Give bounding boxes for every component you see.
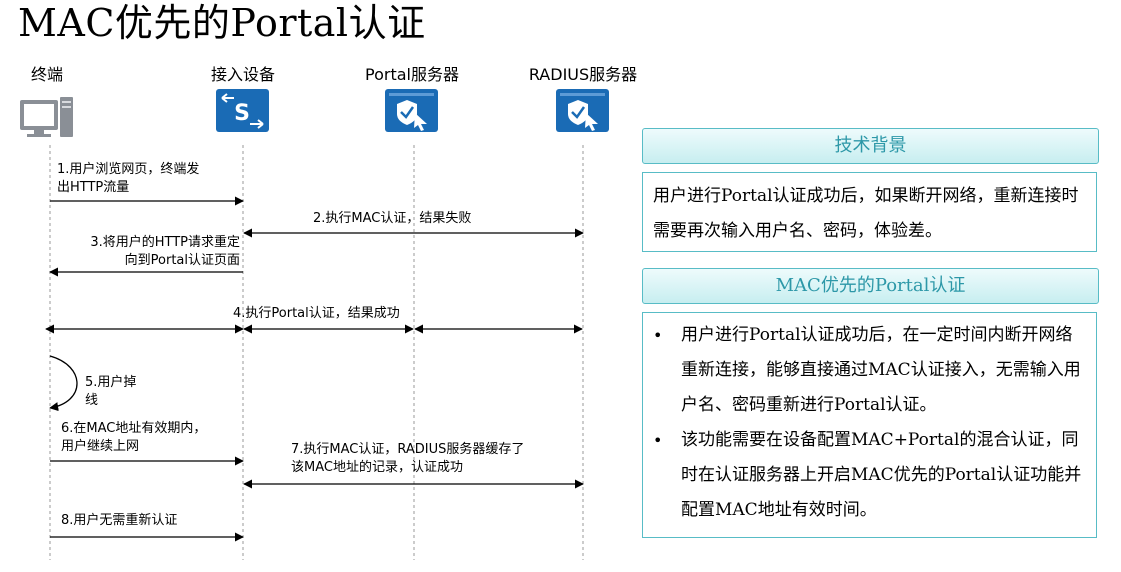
lifelines [49, 145, 584, 560]
message-1: 1.用户浏览网页，终端发出HTTP流量 [57, 162, 200, 195]
background-text: 用户进行Portal认证成功后，如果断开网络，重新连接时需要再次输入用户名、密码… [653, 186, 1079, 241]
computer-icon [20, 97, 73, 137]
entity-label-portal-server: Portal服务器 [365, 65, 459, 84]
page-title: MAC优先的Portal认证 [18, 1, 426, 45]
message-6: 6.在MAC地址有效期内，用户继续上网 [61, 421, 207, 454]
svg-text:S: S [234, 101, 250, 126]
arrow-m5 [49, 355, 78, 412]
sequence-diagram: S [20, 89, 609, 560]
panel-body-background: 用户进行Portal认证成功后，如果断开网络，重新连接时需要再次输入用户名、密码… [642, 172, 1097, 252]
switch-icon: S [216, 89, 269, 132]
message-5: 5.用户掉线 [85, 375, 137, 408]
server-shield-icon [385, 89, 438, 132]
bullet-item-2: 该功能需要在设备配置MAC+Portal的混合认证，同时在认证服务器上开启MAC… [645, 423, 1084, 528]
bullet-item-1: 用户进行Portal认证成功后，在一定时间内断开网络重新连接，能够直接通过MAC… [645, 318, 1084, 423]
message-7: 7.执行MAC认证，RADIUS服务器缓存了该MAC地址的记录，认证成功 [291, 442, 525, 475]
message-2: 2.执行MAC认证，结果失败 [313, 211, 472, 226]
bullet-list: 用户进行Portal认证成功后，在一定时间内断开网络重新连接，能够直接通过MAC… [645, 318, 1084, 528]
panel-heading-mac-priority: MAC优先的Portal认证 [642, 268, 1099, 304]
server-shield-icon [556, 89, 609, 132]
entity-label-access-device: 接入设备 [210, 65, 275, 84]
panel-heading-background: 技术背景 [642, 128, 1099, 164]
panel-body-mac-priority: 用户进行Portal认证成功后，在一定时间内断开网络重新连接，能够直接通过MAC… [642, 312, 1097, 538]
message-4: 4.执行Portal认证，结果成功 [233, 306, 400, 321]
message-8: 8.用户无需重新认证 [61, 513, 178, 528]
entity-label-radius-server: RADIUS服务器 [528, 65, 638, 84]
entity-label-terminal: 终端 [30, 65, 63, 84]
message-3: 3.将用户的HTTP请求重定向到Portal认证页面 [90, 235, 240, 268]
